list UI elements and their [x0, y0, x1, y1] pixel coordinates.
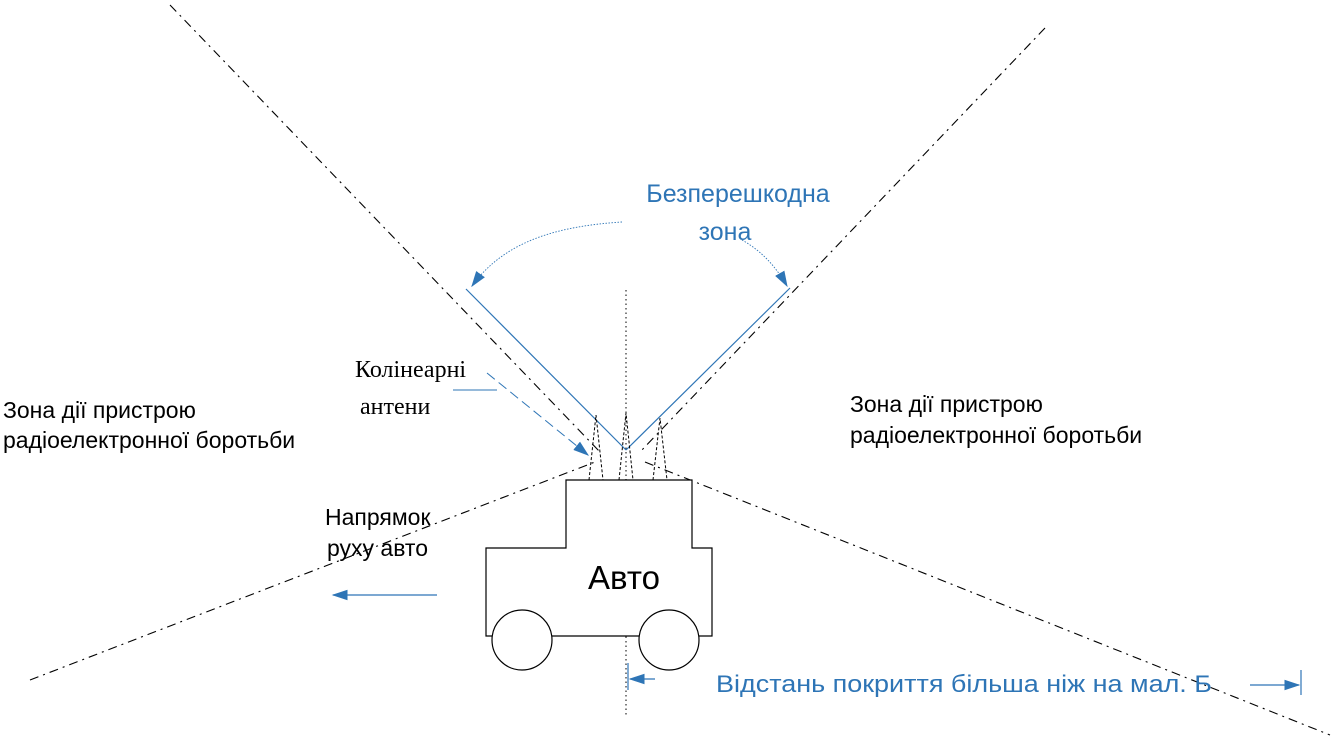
ew-zone-right-label-line2: радіоелектронної боротьби	[850, 422, 1142, 448]
antennas-label-line1: Колінеарні	[355, 357, 466, 383]
clear-zone-left-edge	[465, 288, 627, 451]
antennas-label-line2: антени	[360, 394, 430, 420]
vehicle-label: Авто	[588, 559, 660, 596]
ew-zone-boundaries	[29, 4, 1331, 736]
clear-zone-boundaries	[465, 287, 791, 451]
antenna-centre	[618, 412, 634, 481]
upper-left-boundary	[169, 4, 601, 453]
direction-label-line1: Напрямок	[325, 504, 431, 530]
clear-zone-angle-arc-right	[741, 239, 788, 288]
clear-zone-label-line2: зона	[699, 218, 752, 246]
direction-label-line2: руху авто	[327, 535, 428, 561]
ew-zone-right-label-line1: Зона дії пристрою	[850, 391, 1043, 417]
coverage-distance-dimension	[627, 663, 1302, 695]
ew-zone-left-label-line2: радіоелектронної боротьби	[3, 427, 295, 453]
antenna-right	[652, 417, 668, 481]
clear-zone-label-line1: Безперешкодна	[646, 180, 829, 208]
rear-wheel	[491, 609, 553, 671]
lower-right-boundary	[644, 461, 1331, 736]
antenna-left	[588, 414, 604, 481]
car-outline-icon	[485, 479, 713, 637]
clear-zone-angle-arc	[471, 221, 623, 288]
ew-zone-left-label-line1: Зона дії пристрою	[3, 397, 196, 423]
vehicle-outline	[485, 479, 713, 671]
clear-zone-right-edge	[625, 287, 791, 451]
lower-left-boundary	[29, 461, 596, 681]
front-wheel	[638, 609, 700, 671]
antenna-leader-arrow	[486, 372, 590, 456]
coverage-distance-label: Відстань покриття більша ніж на мал. Б	[716, 671, 1212, 698]
collinear-antenna-icon	[588, 412, 668, 481]
upper-right-boundary	[639, 27, 1046, 453]
